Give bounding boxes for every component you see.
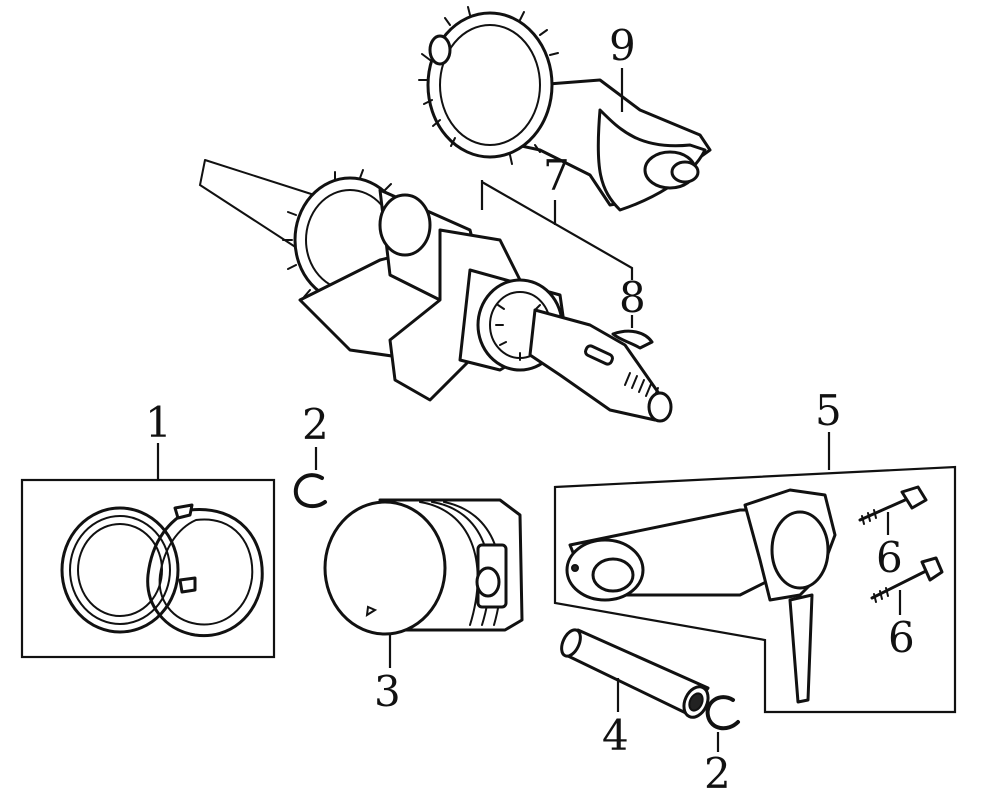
callout-piston: 3 <box>374 667 401 716</box>
callout-pin: 4 <box>602 711 629 760</box>
camshaft <box>418 6 712 212</box>
callout-clip-lower: 2 <box>704 749 731 798</box>
piston-pin <box>560 628 710 719</box>
conrod-bolt-lower <box>870 556 944 603</box>
piston <box>323 498 524 636</box>
callout-bolt-lower: 6 <box>888 613 915 662</box>
crankshaft <box>198 159 673 423</box>
piston-pin-clip-upper <box>293 473 327 509</box>
cam-gear <box>418 6 559 165</box>
leader-7 <box>480 180 634 280</box>
callout-crankshaft: 7 <box>543 151 570 200</box>
piston-rings <box>60 503 264 638</box>
callout-camshaft: 9 <box>609 21 636 70</box>
rings-frame <box>20 478 276 659</box>
callout-clip-upper: 2 <box>302 400 329 449</box>
woodruff-key <box>611 329 654 350</box>
callout-conrod: 5 <box>815 386 842 435</box>
conrod-bolt-upper <box>858 485 928 525</box>
conrod-frame <box>553 465 957 714</box>
callout-bolt-upper: 6 <box>876 533 903 582</box>
callout-rings: 1 <box>145 398 172 447</box>
piston-pin-clip-lower <box>705 695 740 731</box>
connecting-rod <box>565 488 837 704</box>
callout-key: 8 <box>619 273 646 322</box>
